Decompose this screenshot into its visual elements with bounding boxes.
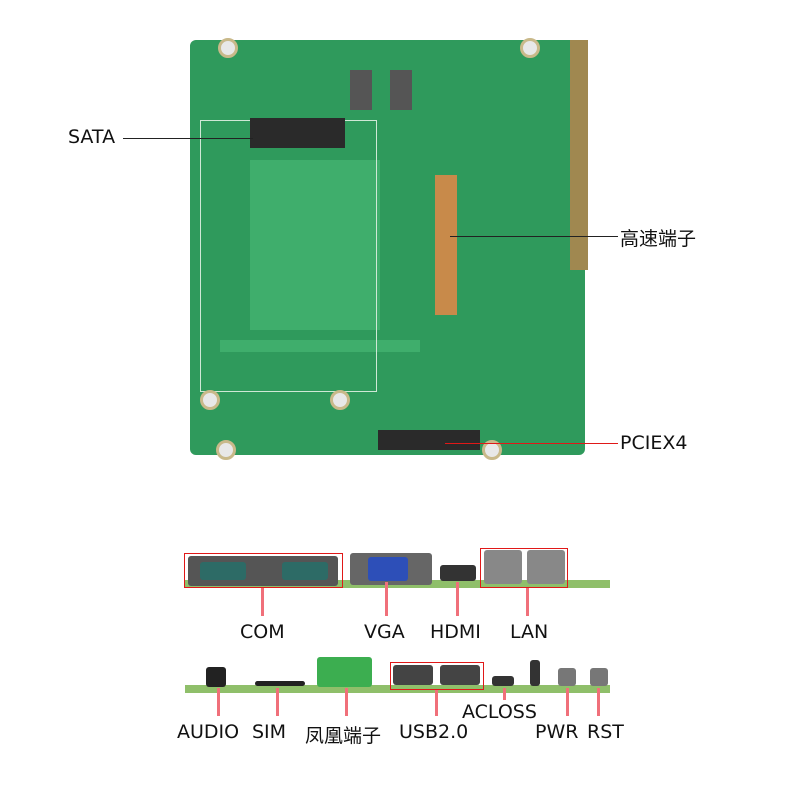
rst-label: RST (587, 721, 624, 743)
com-leader (261, 588, 264, 616)
lan-leader (526, 588, 529, 616)
com-label: COM (240, 621, 285, 643)
usb-leader (435, 690, 438, 716)
sim-leader (276, 688, 279, 716)
acloss-leader (503, 688, 506, 700)
usb-label: USB2.0 (399, 721, 469, 743)
sim-slot (255, 681, 305, 686)
pwr-button (558, 668, 576, 686)
usb-port-1 (393, 665, 433, 685)
pcb-trace-area (250, 160, 380, 330)
pwr-leader (566, 688, 569, 716)
pcie-leader (445, 443, 618, 444)
hdmi-label: HDMI (430, 621, 481, 643)
usb-port-2 (440, 665, 480, 685)
mount-hole (200, 390, 220, 410)
vga-port (368, 557, 408, 581)
sata-outline (200, 120, 377, 392)
audio-jack (206, 667, 226, 687)
lan-highlight (480, 548, 568, 588)
vga-label: VGA (364, 621, 405, 643)
acloss-label: ACLOSS (462, 701, 537, 723)
edge-connectors (570, 40, 588, 270)
lan-label: LAN (510, 621, 549, 643)
pcie-slot (378, 430, 480, 450)
audio-label: AUDIO (177, 721, 240, 743)
com-port-1 (200, 562, 246, 580)
acloss-switch (492, 676, 514, 686)
phoenix-terminal (317, 657, 372, 687)
dip-switch (390, 70, 412, 110)
sata-connector (250, 118, 345, 148)
audio-leader (217, 688, 220, 716)
vga-leader (385, 582, 388, 616)
motherboard-top-view (190, 38, 588, 460)
lan-port-1 (484, 550, 522, 584)
com-highlight (184, 553, 343, 588)
mount-hole (218, 38, 238, 58)
high-speed-leader (450, 236, 618, 237)
rst-button (590, 668, 608, 686)
phoenix-label: 凤凰端子 (305, 725, 382, 747)
phoenix-leader (345, 688, 348, 716)
pcb-trace (220, 340, 420, 352)
rst-leader (597, 688, 600, 716)
mount-hole (520, 38, 540, 58)
sim-label: SIM (252, 721, 287, 743)
sata-leader (123, 138, 253, 139)
status-leds (530, 660, 540, 686)
high-speed-connector (435, 175, 457, 315)
mount-hole (216, 440, 236, 460)
dip-switch (350, 70, 372, 110)
sata-label: SATA (68, 126, 116, 148)
pwr-label: PWR (535, 721, 579, 743)
mount-hole (482, 440, 502, 460)
lan-port-2 (527, 550, 565, 584)
pcie-label: PCIEX4 (620, 432, 688, 454)
hdmi-port (440, 565, 476, 581)
mount-hole (330, 390, 350, 410)
usb-highlight (390, 662, 484, 690)
com-port-2 (282, 562, 328, 580)
hdmi-leader (456, 582, 459, 616)
high-speed-connector-label: 高速端子 (620, 228, 697, 250)
